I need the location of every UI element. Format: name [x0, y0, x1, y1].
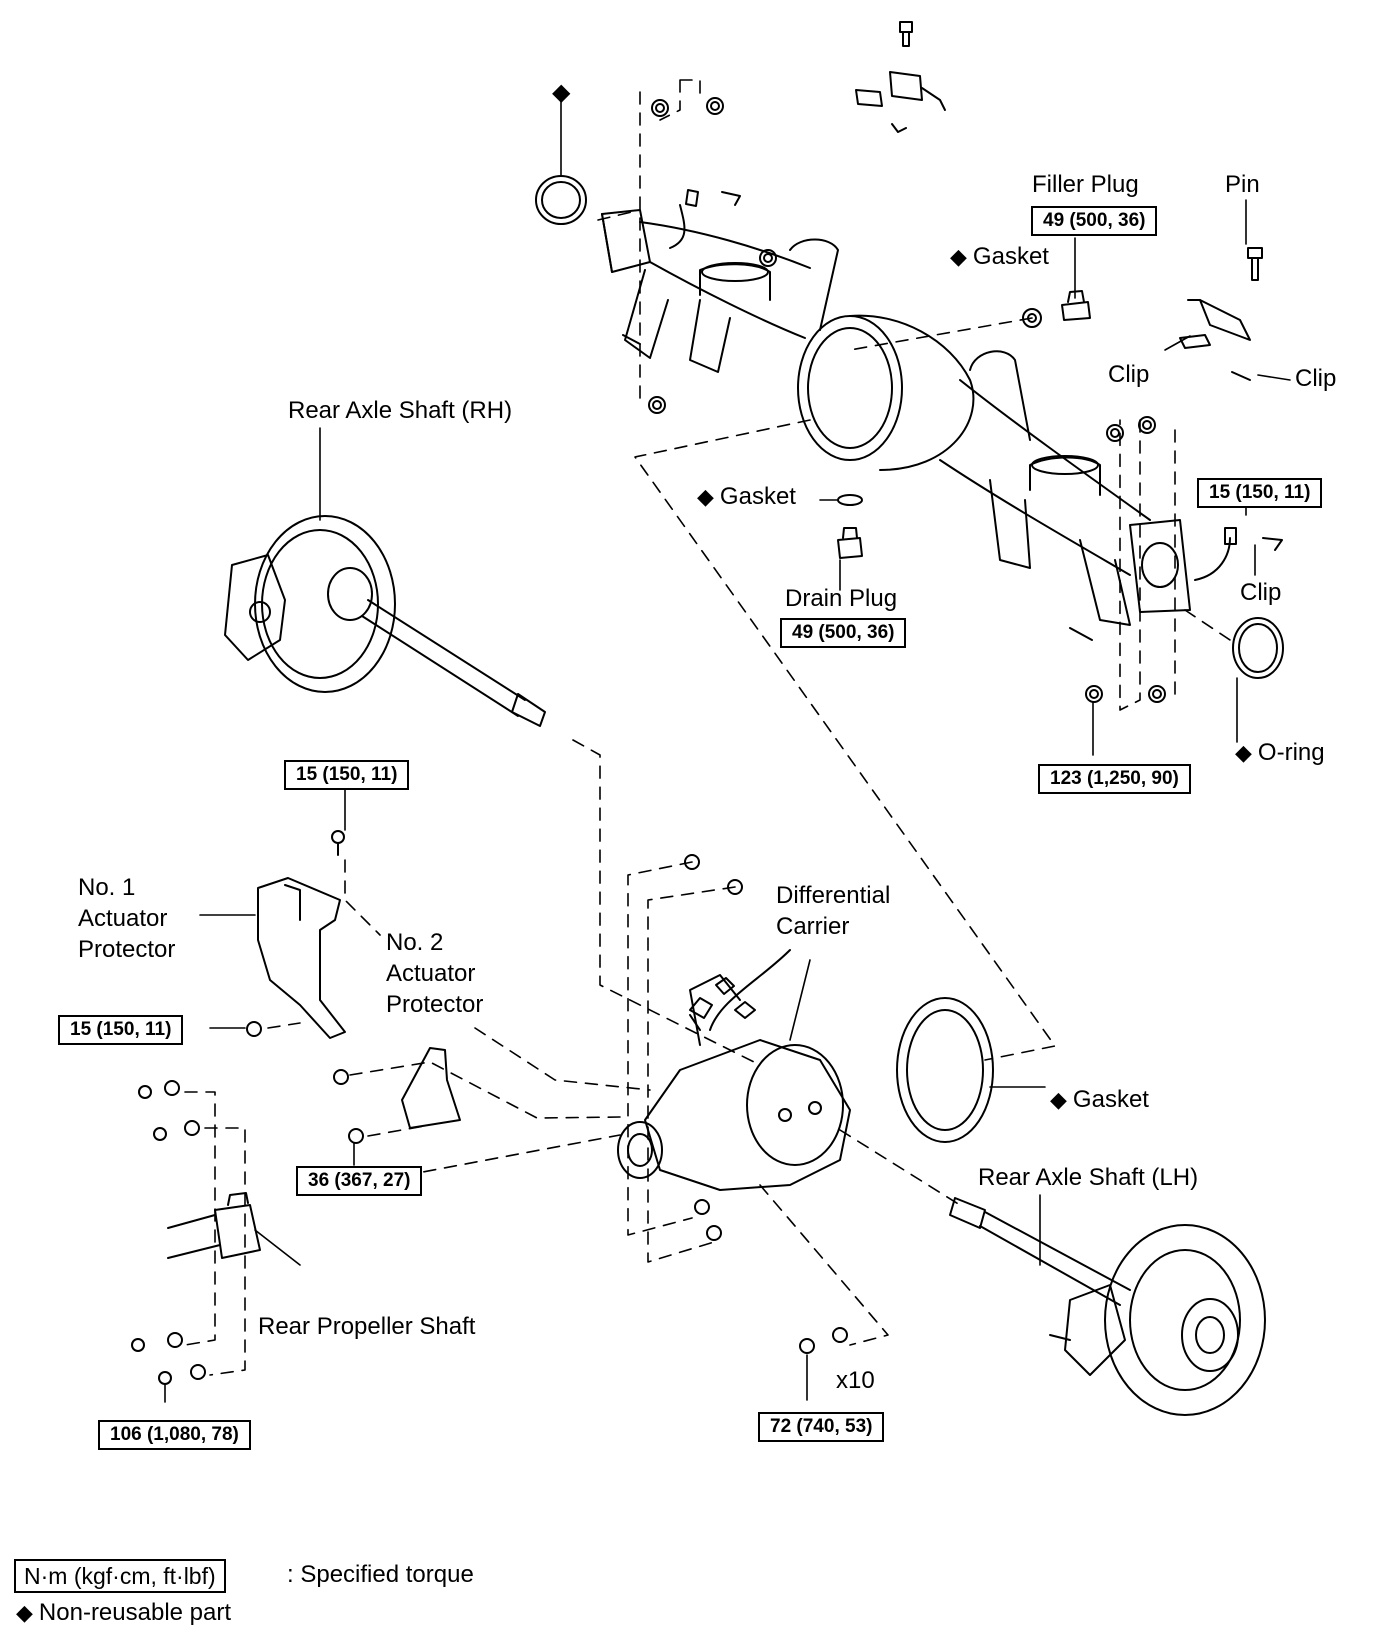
torque-drain-plug: 49 (500, 36) [780, 618, 907, 648]
legend-nonreusable: ◆Non-reusable part [16, 1598, 231, 1628]
legend-unit-box: N·m (kgf·cm, ft·lbf) [14, 1559, 226, 1593]
label-qty-x10: x10 [836, 1367, 875, 1394]
diamond-icon: ◆ [16, 1600, 33, 1625]
rear-axle-housing [601, 209, 1191, 641]
label-rear-axle-shaft-lh: Rear Axle Shaft (LH) [978, 1164, 1199, 1191]
label-clip-3: Clip [1240, 579, 1282, 606]
o-ring-text: O-ring [1257, 739, 1325, 766]
torque-protector-no2: 36 (367, 27) [296, 1166, 423, 1196]
label-differential-carrier: Differential Carrier [776, 882, 891, 940]
nonreusable-marker-oring: ◆ [552, 78, 570, 108]
diamond-icon: ◆ [1050, 1087, 1067, 1112]
label-gasket-drain: ◆Gasket [697, 482, 796, 512]
label-drain-plug: Drain Plug [785, 585, 898, 612]
rear-axle-shaft-lh [949, 1197, 1266, 1416]
torque-housing-nuts: 123 (1,250, 90) [1038, 764, 1191, 794]
torque-propeller-shaft: 106 (1,080, 78) [98, 1420, 251, 1450]
gasket-top-text: Gasket [972, 243, 1049, 270]
differential-carrier [617, 854, 994, 1354]
diamond-icon: ◆ [950, 244, 967, 269]
diamond-icon: ◆ [1235, 740, 1252, 765]
label-no1-actuator-protector: No. 1 Actuator Protector [78, 874, 176, 963]
actuator-protectors [246, 830, 461, 1144]
diamond-icon: ◆ [552, 79, 571, 106]
torque-protector-left: 15 (150, 11) [58, 1015, 184, 1045]
leader-lines [164, 99, 1291, 1403]
gasket-carrier-text: Gasket [1072, 1086, 1149, 1113]
torque-carrier-nuts: 72 (740, 53) [758, 1412, 885, 1442]
label-filler-plug: Filler Plug [1032, 171, 1139, 198]
rear-propeller-shaft [131, 1080, 261, 1385]
legend-nonreusable-text: Non-reusable part [38, 1599, 232, 1626]
label-clip-1: Clip [1108, 361, 1150, 388]
label-no2-actuator-protector: No. 2 Actuator Protector [386, 929, 484, 1018]
torque-protector-top: 15 (150, 11) [284, 760, 410, 790]
torque-filler-plug: 49 (500, 36) [1031, 206, 1158, 236]
label-gasket-carrier: ◆Gasket [1050, 1085, 1149, 1115]
label-o-ring: ◆O-ring [1235, 738, 1325, 768]
torque-brake-line-right: 15 (150, 11) [1197, 478, 1323, 508]
diamond-icon: ◆ [697, 484, 714, 509]
rear-axle-shaft-rh [224, 515, 546, 727]
label-rear-propeller-shaft: Rear Propeller Shaft [258, 1313, 476, 1340]
label-gasket-top: ◆Gasket [950, 242, 1049, 272]
legend-unit-description: : Specified torque [287, 1561, 474, 1588]
label-clip-2: Clip [1295, 365, 1337, 392]
gasket-drain-text: Gasket [719, 483, 796, 510]
housing-small-parts [535, 21, 1284, 703]
label-pin: Pin [1225, 171, 1260, 198]
label-rear-axle-shaft-rh: Rear Axle Shaft (RH) [288, 397, 513, 424]
